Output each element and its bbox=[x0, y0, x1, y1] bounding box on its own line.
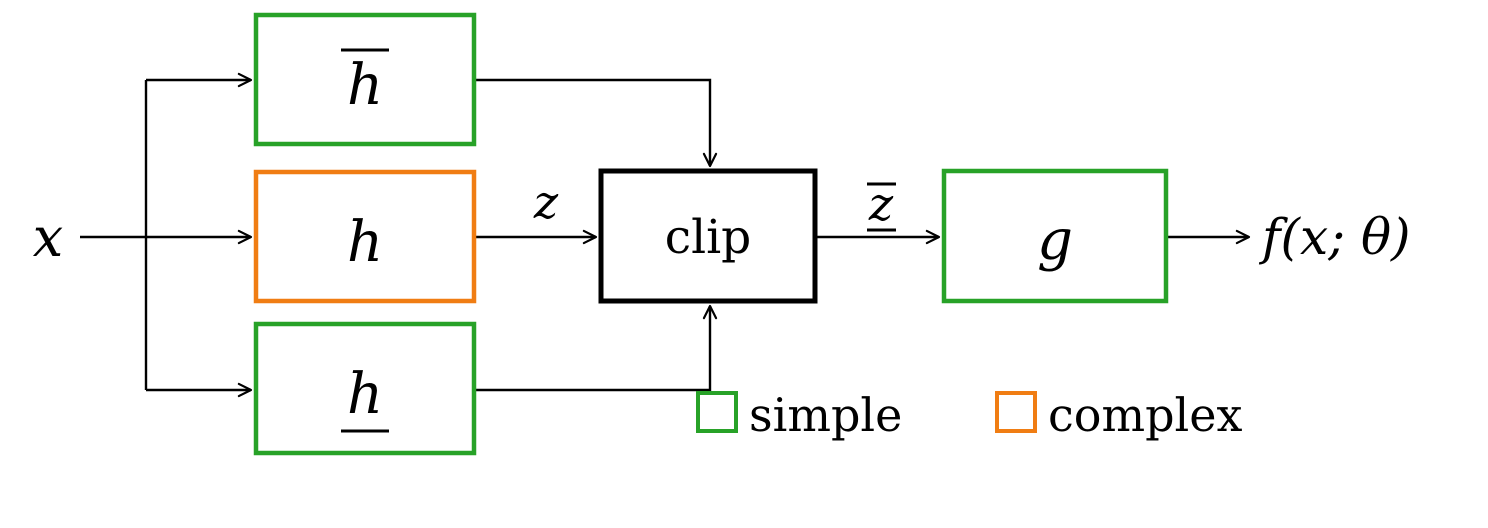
clip-label: clip bbox=[665, 210, 751, 265]
legend-complex-label: complex bbox=[1048, 388, 1242, 442]
legend-simple-swatch bbox=[696, 391, 738, 433]
legend-complex-swatch bbox=[995, 391, 1037, 433]
edge-h-top-to-clip bbox=[474, 78, 718, 168]
edge-h-bottom-to-clip bbox=[474, 304, 718, 392]
output-label: f(x; θ) bbox=[1258, 208, 1411, 266]
h-mid-label: h bbox=[347, 210, 383, 275]
z-edge-label: z bbox=[533, 175, 559, 229]
legend-simple-label: simple bbox=[749, 388, 902, 442]
h-bottom-label: h bbox=[347, 362, 383, 427]
input-label: x bbox=[33, 206, 63, 269]
box-clip bbox=[598, 168, 818, 304]
box-g bbox=[941, 168, 1169, 304]
h-top-label: h bbox=[347, 53, 383, 118]
box-h-mid bbox=[253, 169, 477, 304]
g-label: g bbox=[1037, 208, 1073, 273]
z-clipped-edge-label: z bbox=[868, 177, 894, 231]
box-h-top bbox=[253, 12, 477, 147]
